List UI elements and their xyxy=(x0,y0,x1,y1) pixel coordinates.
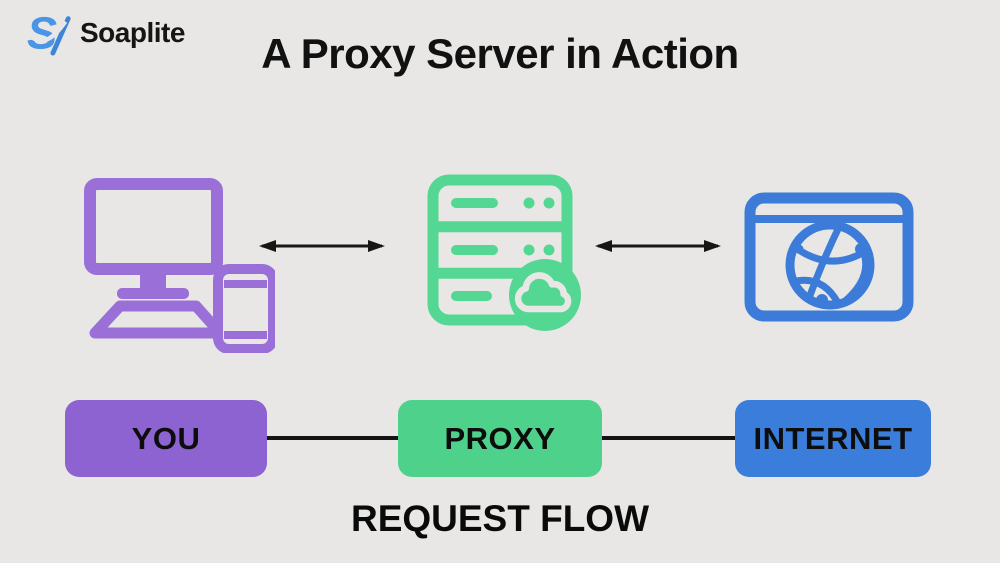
svg-text:S: S xyxy=(27,10,57,56)
node-you: YOU xyxy=(65,400,267,477)
desktop-and-phone-icon xyxy=(84,178,275,353)
node-proxy: PROXY xyxy=(398,400,602,477)
cloud-icon xyxy=(514,272,572,313)
node-proxy-label: PROXY xyxy=(444,420,556,456)
cloud-badge xyxy=(509,259,581,331)
line-you-proxy xyxy=(266,436,399,440)
node-you-label: YOU xyxy=(131,420,201,456)
node-internet: INTERNET xyxy=(735,400,931,477)
double-arrow-you-proxy xyxy=(259,240,385,252)
soaplite-logo-icon: S xyxy=(27,10,71,56)
page-title: A Proxy Server in Action xyxy=(261,30,739,77)
brand-logo: S Soaplite xyxy=(26,10,185,56)
node-internet-label: INTERNET xyxy=(753,420,913,456)
request-flow-caption: REQUEST FLOW xyxy=(350,498,650,539)
brand-name: Soaplite xyxy=(80,17,185,48)
proxy-server-cloud-icon xyxy=(427,174,581,331)
line-proxy-internet xyxy=(601,436,736,440)
browser-globe-icon xyxy=(744,192,914,322)
double-arrow-proxy-internet xyxy=(595,240,721,252)
